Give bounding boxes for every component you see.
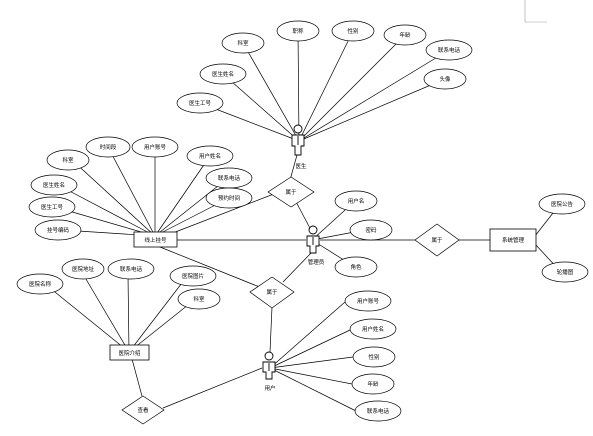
attr-admin-role: 角色 bbox=[334, 256, 378, 278]
relation-view: 查看 bbox=[121, 395, 165, 425]
attr-appt-reserve: 预约时间 bbox=[205, 187, 253, 209]
svg-text:性别: 性别 bbox=[347, 27, 358, 35]
svg-text:挂号编码: 挂号编码 bbox=[47, 226, 70, 234]
svg-text:轮播图: 轮播图 bbox=[557, 268, 574, 276]
attr-system-carousel: 轮播图 bbox=[541, 261, 589, 283]
attr-appt-username: 用户姓名 bbox=[186, 145, 234, 167]
admin-actor-icon bbox=[306, 225, 320, 254]
attr-hospital-name: 医院名称 bbox=[16, 273, 64, 295]
doctor-actor-label: 医生 bbox=[295, 162, 307, 170]
svg-text:性别: 性别 bbox=[368, 353, 379, 361]
svg-text:联系电话: 联系电话 bbox=[438, 46, 461, 54]
svg-text:预约时间: 预约时间 bbox=[218, 194, 240, 202]
svg-text:属于: 属于 bbox=[431, 237, 443, 244]
svg-text:科室: 科室 bbox=[62, 156, 74, 164]
attr-appt-dept: 科室 bbox=[46, 149, 90, 171]
svg-text:系统管理: 系统管理 bbox=[502, 236, 525, 244]
svg-text:密码: 密码 bbox=[365, 226, 377, 234]
attr-appt-account: 用户账号 bbox=[131, 136, 179, 158]
attr-hospital-phone: 联系电话 bbox=[107, 258, 155, 280]
svg-text:医院图片: 医院图片 bbox=[182, 272, 204, 280]
relation-belongs-admin: 属于 bbox=[414, 223, 460, 257]
svg-text:年龄: 年龄 bbox=[399, 31, 411, 39]
svg-text:医生工号: 医生工号 bbox=[41, 203, 64, 211]
user-actor-icon bbox=[262, 351, 276, 380]
attr-doctor-age: 年龄 bbox=[383, 24, 427, 46]
svg-text:医院介绍: 医院介绍 bbox=[118, 349, 141, 357]
svg-text:医院地址: 医院地址 bbox=[72, 265, 95, 273]
svg-text:用户姓名: 用户姓名 bbox=[362, 325, 384, 333]
svg-text:科室: 科室 bbox=[237, 39, 249, 47]
svg-text:年龄: 年龄 bbox=[367, 380, 379, 388]
svg-text:职称: 职称 bbox=[292, 27, 304, 35]
svg-text:属于: 属于 bbox=[285, 189, 297, 196]
attr-hospital-dept: 科室 bbox=[177, 288, 221, 310]
svg-text:医生工号: 医生工号 bbox=[189, 99, 212, 107]
attr-user-gender: 性别 bbox=[352, 346, 396, 368]
attr-doctor-dept: 科室 bbox=[221, 32, 265, 54]
svg-text:医生姓名: 医生姓名 bbox=[212, 70, 234, 78]
svg-text:查看: 查看 bbox=[137, 406, 149, 414]
attr-admin-password: 密码 bbox=[349, 219, 393, 241]
doctor-actor-icon bbox=[291, 124, 305, 156]
attr-appt-number: 挂号编码 bbox=[34, 219, 82, 241]
svg-text:用户名: 用户名 bbox=[348, 197, 365, 205]
svg-text:用户账号: 用户账号 bbox=[144, 143, 167, 151]
attr-doctor-gender: 性别 bbox=[331, 20, 375, 42]
user-actor-label: 用户 bbox=[264, 384, 275, 392]
svg-text:属于: 属于 bbox=[266, 289, 278, 296]
attr-appt-docid: 医生工号 bbox=[28, 196, 76, 218]
attr-doctor-name: 医生姓名 bbox=[199, 63, 247, 85]
relation-belongs-doctor: 属于 bbox=[267, 176, 315, 208]
svg-text:用户账号: 用户账号 bbox=[357, 297, 380, 305]
svg-text:用户姓名: 用户姓名 bbox=[199, 152, 221, 160]
page-corner-mark bbox=[524, 0, 547, 23]
attr-user-age: 年龄 bbox=[351, 373, 395, 395]
attr-doctor-phone: 联系电话 bbox=[425, 39, 473, 61]
attr-system-notice: 医院公告 bbox=[538, 193, 586, 215]
attr-user-phone: 联系电话 bbox=[354, 400, 402, 422]
attr-hospital-image: 医院图片 bbox=[169, 265, 217, 287]
svg-text:联系电话: 联系电话 bbox=[367, 407, 390, 415]
connector-lines bbox=[44, 30, 561, 412]
attr-doctor-title: 职称 bbox=[276, 20, 320, 42]
svg-text:角色: 角色 bbox=[350, 263, 362, 271]
svg-text:医院名称: 医院名称 bbox=[29, 280, 52, 288]
attr-doctor-id: 医生工号 bbox=[176, 92, 224, 114]
attr-doctor-avatar: 头像 bbox=[423, 68, 467, 90]
svg-text:联系电话: 联系电话 bbox=[120, 265, 143, 273]
attr-appt-phone: 联系电话 bbox=[205, 167, 253, 189]
svg-text:医生姓名: 医生姓名 bbox=[43, 181, 65, 189]
entity-hospital-intro: 医院介绍 bbox=[109, 344, 150, 361]
svg-text:科室: 科室 bbox=[193, 295, 205, 303]
entity-appointment: 线上挂号 bbox=[133, 231, 178, 248]
attr-appt-time: 时间段 bbox=[85, 136, 131, 158]
entity-system-management: 系统管理 bbox=[489, 228, 537, 252]
relation-belongs-user: 属于 bbox=[249, 276, 295, 309]
attr-user-account: 用户账号 bbox=[344, 290, 392, 312]
svg-text:线上挂号: 线上挂号 bbox=[144, 236, 167, 244]
svg-text:时间段: 时间段 bbox=[100, 143, 117, 151]
attr-user-name: 用户姓名 bbox=[349, 318, 397, 340]
svg-text:头像: 头像 bbox=[439, 75, 451, 83]
attr-admin-username: 用户名 bbox=[334, 190, 378, 212]
svg-text:联系电话: 联系电话 bbox=[218, 174, 241, 182]
admin-actor-label: 管理员 bbox=[308, 258, 325, 266]
attr-hospital-address: 医院地址 bbox=[61, 258, 105, 280]
svg-text:医院公告: 医院公告 bbox=[551, 200, 574, 208]
attr-appt-docname: 医生姓名 bbox=[30, 174, 78, 196]
